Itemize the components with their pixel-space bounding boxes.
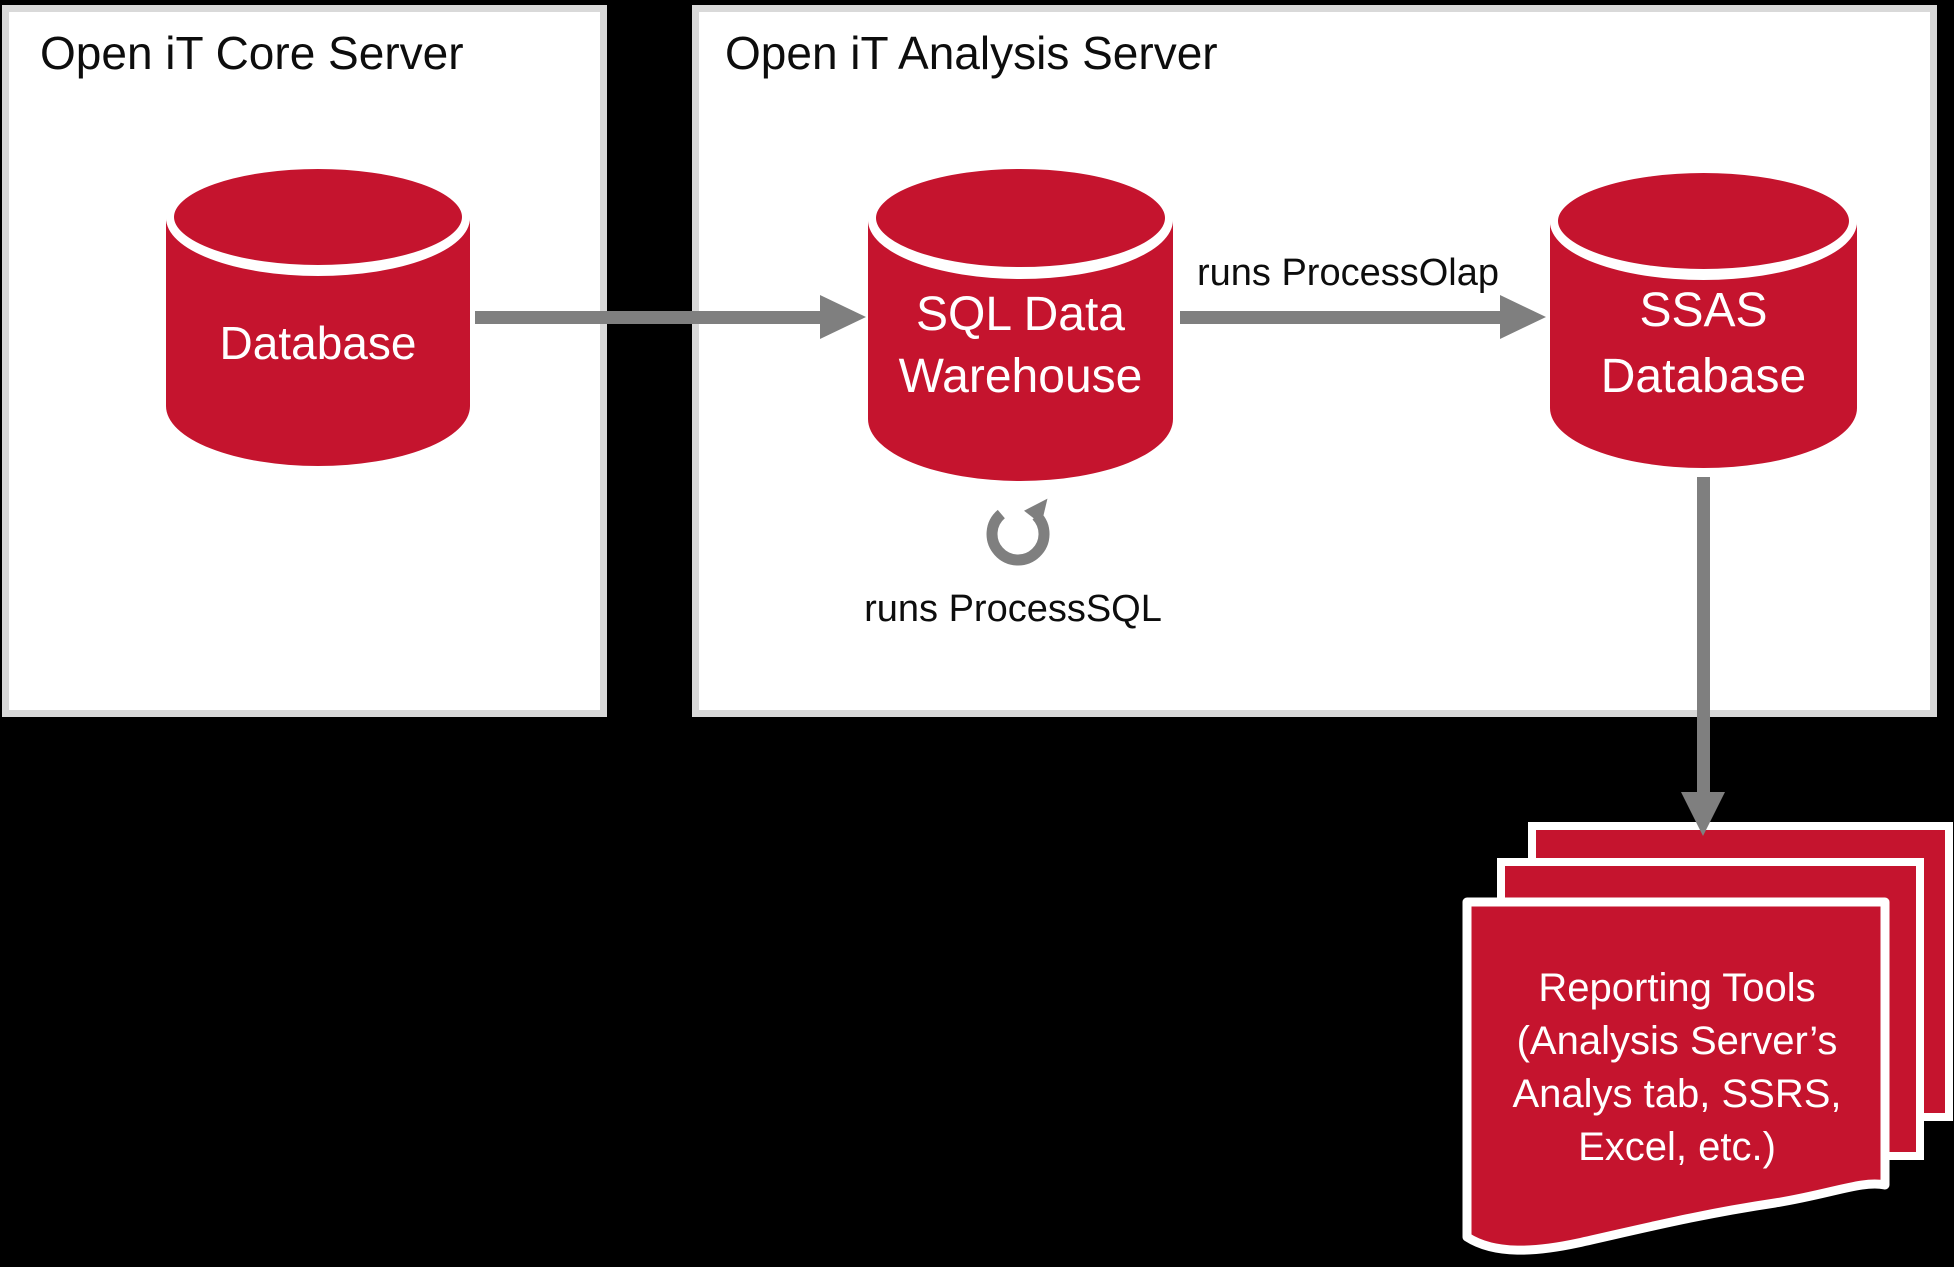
sql-data-warehouse-cylinder: SQL Data Warehouse bbox=[868, 162, 1173, 483]
arrow-shaft bbox=[475, 311, 821, 324]
arrow-head-icon bbox=[820, 295, 866, 339]
sql-data-warehouse-label: SQL Data Warehouse bbox=[868, 284, 1173, 408]
core-server-box: Open iT Core Server Database bbox=[2, 5, 607, 717]
refresh-icon bbox=[986, 498, 1050, 566]
database-cylinder-icon bbox=[1550, 166, 1857, 468]
reporting-tools-line1: Reporting Tools bbox=[1538, 966, 1816, 1010]
analysis-server-title: Open iT Analysis Server bbox=[725, 27, 1218, 79]
core-database-label-text: Database bbox=[219, 317, 417, 369]
ssas-database-cylinder: SSAS Database bbox=[1550, 166, 1857, 470]
reporting-tools-line2: (Analysis Server’s bbox=[1516, 1019, 1838, 1063]
ssas-database-label: SSAS Database bbox=[1550, 278, 1857, 410]
sql-data-warehouse-label-line1: SQL Data bbox=[916, 288, 1125, 341]
arrow-shaft bbox=[1697, 477, 1710, 793]
reporting-tools-label: Reporting Tools (Analysis Server’s Analy… bbox=[1482, 962, 1872, 1174]
arrow-head-icon bbox=[1500, 295, 1546, 339]
ssas-label-line1: SSAS bbox=[1639, 284, 1768, 337]
analysis-server-box: Open iT Analysis Server SQL Data Warehou… bbox=[692, 5, 1937, 717]
sql-data-warehouse-label-line2: Warehouse bbox=[898, 350, 1143, 403]
olap-cube-icon bbox=[1551, 167, 1579, 199]
arrow-shaft bbox=[1180, 311, 1502, 324]
core-database-label: Database bbox=[166, 314, 470, 372]
database-cylinder-icon bbox=[868, 162, 1173, 481]
core-server-title: Open iT Core Server bbox=[40, 27, 464, 79]
runs-process-olap-label: runs ProcessOlap bbox=[1196, 252, 1499, 294]
stacked-page-front bbox=[1462, 897, 1890, 1255]
core-database-cylinder: Database bbox=[166, 162, 470, 468]
reporting-tools-line3: Analys tab, SSRS, bbox=[1512, 1072, 1842, 1116]
runs-process-sql-label: runs ProcessSQL bbox=[864, 588, 1162, 630]
ssas-label-line2: Database bbox=[1600, 350, 1807, 403]
database-cylinder-icon bbox=[166, 162, 470, 466]
reporting-tools-line4: Excel, etc.) bbox=[1578, 1125, 1776, 1169]
arrow-head-icon bbox=[1681, 792, 1725, 836]
